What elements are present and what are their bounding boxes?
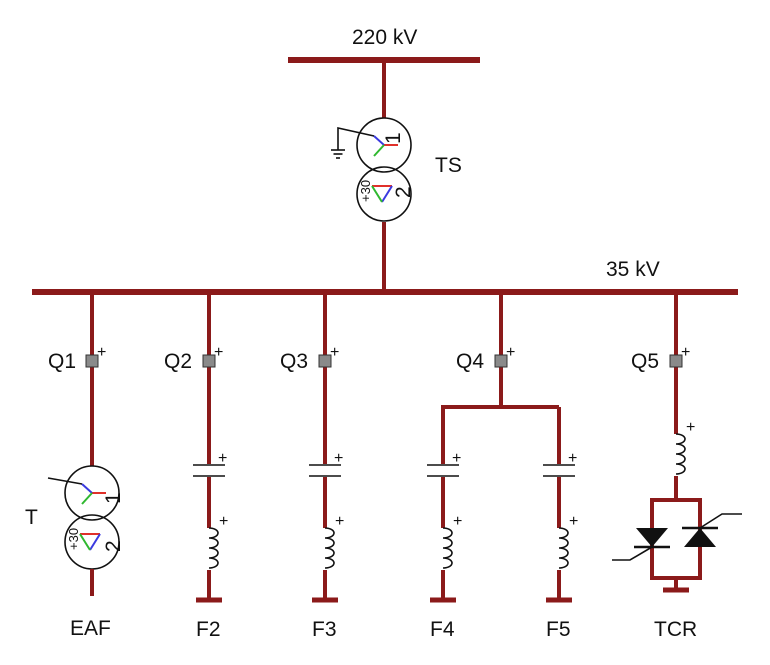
load-eaf-label: EAF: [70, 617, 111, 640]
ts-winding-2-number: 2: [392, 186, 415, 198]
breaker-q1[interactable]: [85, 354, 99, 368]
breaker-q2[interactable]: [202, 354, 216, 368]
t-winding-1-circle: [64, 465, 120, 521]
polarity-mark: +: [219, 513, 228, 530]
polarity-mark: +: [568, 450, 577, 467]
inductor-tcr: [675, 433, 686, 475]
load-f4-label: F4: [430, 618, 455, 641]
ts-winding-1-circle: [356, 117, 412, 173]
breaker-q4-label: Q4: [456, 350, 484, 373]
feeder-eaf: Q1 + 1 2 +30 T EAF: [25, 292, 125, 640]
transformer-ts[interactable]: 1 2 +30: [331, 117, 415, 222]
load-tcr-label: TCR: [654, 618, 697, 641]
thyristor-pair: [612, 513, 742, 561]
t-phase-shift: +30: [66, 528, 81, 550]
inductor-f4: [442, 527, 453, 569]
polarity-mark: +: [335, 513, 344, 530]
load-f2-label: F2: [196, 618, 221, 641]
polarity-mark: +: [218, 450, 227, 467]
polarity-mark: +: [452, 450, 461, 467]
breaker-q2-label: Q2: [164, 350, 192, 373]
transformer-t-label: T: [25, 506, 38, 529]
transformer-t[interactable]: 1 2 +30: [47, 465, 125, 570]
breaker-q4[interactable]: [494, 354, 508, 368]
ts-phase-shift: +30: [358, 180, 373, 202]
t-winding-1-number: 1: [102, 492, 125, 504]
gate-lead-left: [612, 546, 653, 561]
feeder-f2: Q2 + + + F2: [164, 292, 228, 641]
feeder-f3: Q3 + + + F3: [280, 292, 344, 641]
gate-lead-right: [699, 513, 742, 529]
ts-winding-1-number: 1: [382, 132, 405, 144]
polarity-mark: +: [506, 344, 515, 361]
inductor-f2: [208, 527, 219, 569]
breaker-q1-label: Q1: [48, 350, 76, 373]
breaker-q3[interactable]: [318, 354, 332, 368]
polarity-mark: +: [453, 513, 462, 530]
load-f3-label: F3: [312, 618, 337, 641]
inductor-f5: [558, 527, 569, 569]
polarity-mark: +: [214, 344, 223, 361]
feeder-f4-f5: Q4 + + + F4 + + F5: [427, 292, 578, 641]
bus-220kv-label: 220 kV: [352, 26, 417, 49]
load-f5-label: F5: [546, 618, 571, 641]
thyristor-down: [684, 528, 716, 547]
feeder-tcr: Q5 + + TCR: [612, 292, 742, 641]
polarity-mark: +: [334, 450, 343, 467]
breaker-q5-label: Q5: [631, 350, 659, 373]
inductor-f3: [324, 527, 335, 569]
polarity-mark: +: [97, 344, 106, 361]
t-winding-2-number: 2: [102, 540, 125, 552]
thyristor-up: [636, 528, 668, 547]
polarity-mark: +: [681, 344, 690, 361]
bus-35kv-label: 35 kV: [606, 258, 660, 281]
polarity-mark: +: [569, 513, 578, 530]
polarity-mark: +: [330, 344, 339, 361]
transformer-ts-label: TS: [435, 154, 462, 177]
polarity-mark: +: [686, 419, 695, 436]
breaker-q3-label: Q3: [280, 350, 308, 373]
ts-winding-2-circle: [356, 166, 412, 222]
breaker-q5[interactable]: [669, 354, 683, 368]
